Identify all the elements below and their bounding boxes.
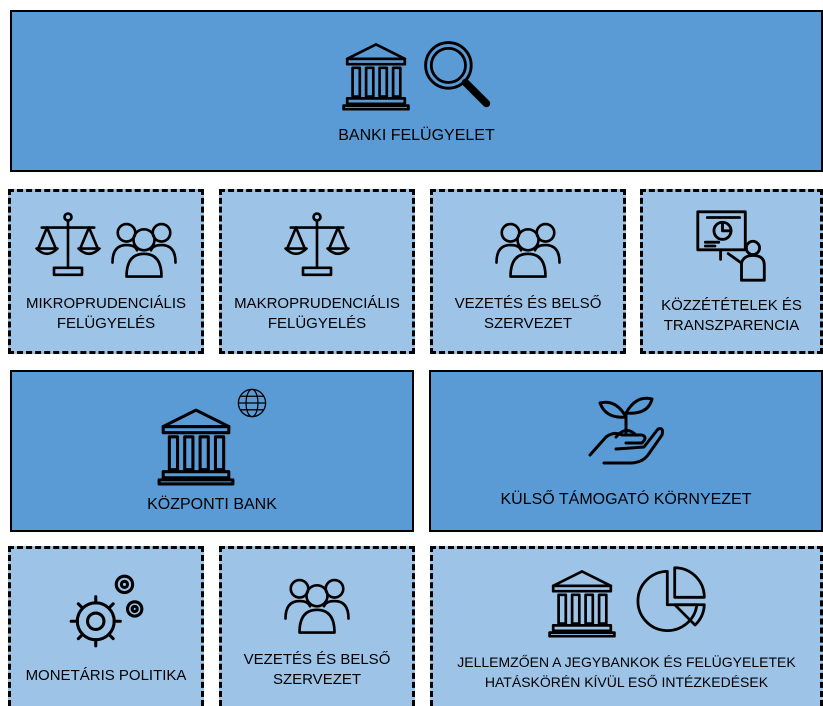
makroprudencialis-line-1: MAKROPRUDENCIÁLIS: [234, 294, 400, 312]
vezetes-1-line-1: VEZETÉS ÉS BELSŐ: [454, 294, 602, 312]
kozzetetelek-line-2: TRANSZPARENCIA: [663, 316, 800, 334]
magnifier-icon: [418, 35, 494, 111]
presentation-icon: [694, 208, 770, 284]
kulso-icons: [586, 391, 666, 471]
jegybankok-line-2: HATÁSKÖRÉN KÍVÜL ESŐ INTÉZKEDÉSEK: [484, 673, 769, 690]
vezetes-label-2: VEZETÉS ÉS BELSŐ SZERVEZET: [244, 650, 391, 690]
kozzetetelek-box: KÖZZÉTÉTELEK ÉS TRANSZPARENCIA: [640, 189, 823, 354]
kozponti-bank-label: KÖZPONTI BANK: [147, 496, 277, 513]
kulso-tamogato-kornyezet-label: KÜLSŐ TÁMOGATÓ KÖRNYEZET: [500, 491, 752, 508]
vezetes-label-1: VEZETÉS ÉS BELSŐ SZERVEZET: [455, 294, 602, 334]
monetaris-politika-label: MONETÁRIS POLITIKA: [26, 666, 187, 686]
mikroprudencialis-line-1: MIKROPRUDENCIÁLIS: [25, 294, 187, 312]
monetaris-politika-box: MONETÁRIS POLITIKA: [8, 546, 204, 706]
vezetes-2-line-2: SZERVEZET: [272, 670, 362, 688]
vezetes-belso-szervezet-box-1: VEZETÉS ÉS BELSŐ SZERVEZET: [430, 189, 626, 354]
kozzetetelek-line-1: KÖZZÉTÉTELEK ÉS: [661, 296, 802, 314]
scales-icon: [33, 210, 103, 280]
vezetes-icons-1: [493, 210, 563, 280]
vezetes-2-line-1: VEZETÉS ÉS BELSŐ: [243, 650, 391, 668]
banki-felugyelet-box: BANKI FELÜGYELET: [10, 10, 823, 172]
vezetes-belso-szervezet-box-2: VEZETÉS ÉS BELSŐ SZERVEZET: [219, 546, 415, 706]
people-group-icon: [282, 566, 352, 636]
mikroprudencialis-label: MIKROPRUDENCIÁLIS FELÜGYELÉS: [26, 294, 186, 334]
mikroprudencialis-icons: [33, 210, 179, 280]
makroprudencialis-line-2: FELÜGYELÉS: [267, 314, 367, 332]
bank-building-icon: [155, 404, 237, 486]
banki-felugyelet-icons: [340, 35, 494, 111]
jegybankok-icons: [546, 564, 708, 638]
people-group-icon: [493, 210, 563, 280]
scales-icon: [282, 210, 352, 280]
kulso-tamogato-kornyezet-box: KÜLSŐ TÁMOGATÓ KÖRNYEZET: [429, 370, 823, 532]
gears-icon: [65, 570, 147, 652]
kozzetetelek-label: KÖZZÉTÉTELEK ÉS TRANSZPARENCIA: [661, 296, 802, 336]
vezetes-1-line-2: SZERVEZET: [483, 314, 573, 332]
mikroprudencialis-line-2: FELÜGYELÉS: [56, 314, 156, 332]
bank-building-icon: [340, 39, 412, 111]
pie-chart-icon: [634, 564, 708, 638]
makroprudencialis-label: MAKROPRUDENCIÁLIS FELÜGYELÉS: [234, 294, 400, 334]
plant-in-hand-icon: [586, 391, 666, 471]
kozzetetelek-icons: [694, 208, 770, 284]
monetaris-icons: [65, 570, 147, 652]
jegybankok-line-1: JELLEMZŐEN A JEGYBANKOK ÉS FELÜGYELETEK: [457, 653, 796, 670]
jegybankok-box: JELLEMZŐEN A JEGYBANKOK ÉS FELÜGYELETEK …: [430, 546, 823, 706]
makroprudencialis-icons: [282, 210, 352, 280]
people-group-icon: [109, 210, 179, 280]
makroprudencialis-box: MAKROPRUDENCIÁLIS FELÜGYELÉS: [219, 189, 415, 354]
jegybankok-label: JELLEMZŐEN A JEGYBANKOK ÉS FELÜGYELETEK …: [457, 652, 795, 692]
banki-felugyelet-label: BANKI FELÜGYELET: [338, 127, 495, 144]
globe-icon: [235, 386, 269, 420]
mikroprudencialis-box: MIKROPRUDENCIÁLIS FELÜGYELÉS: [8, 189, 204, 354]
kozponti-bank-box: KÖZPONTI BANK: [10, 370, 414, 532]
kozponti-bank-icons: [155, 386, 269, 486]
monetaris-line-1: MONETÁRIS POLITIKA: [25, 666, 187, 684]
bank-building-icon: [546, 566, 618, 638]
vezetes-icons-2: [282, 566, 352, 636]
